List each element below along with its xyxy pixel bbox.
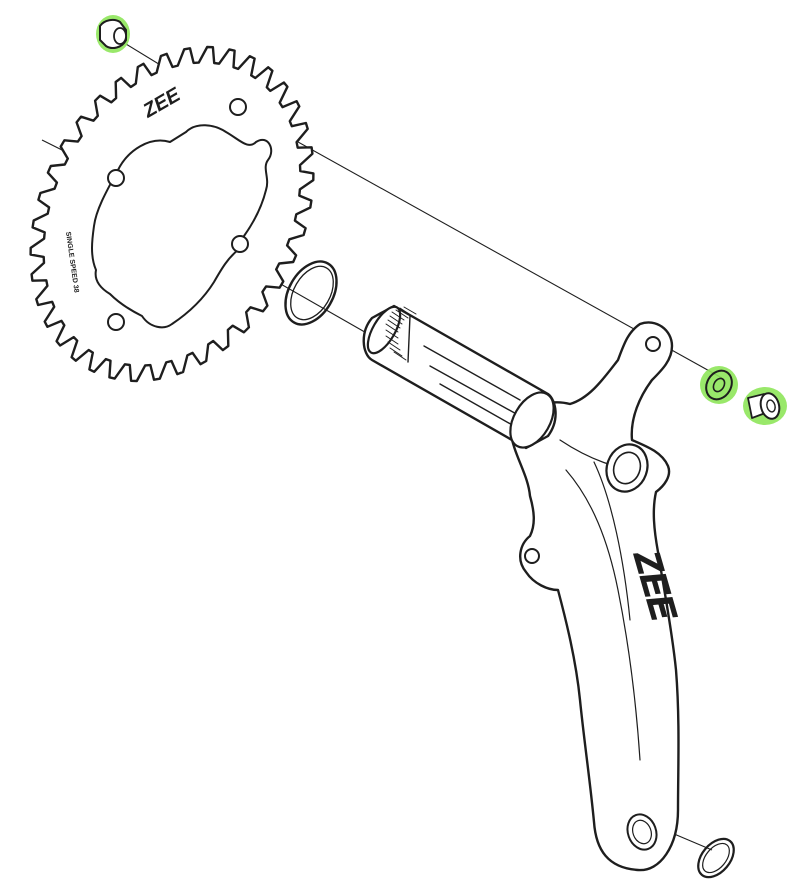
- spindle-crank-collar: [509, 391, 555, 449]
- chainring-bolt-hole-bottom: [107, 313, 125, 331]
- chainring-bolt-socket-icon: [766, 399, 776, 413]
- bottom-ring-outer: [697, 837, 735, 879]
- chainring-nut-bore: [113, 27, 127, 45]
- spindle-snap-ring: [284, 260, 338, 326]
- washer-inner: [712, 377, 726, 393]
- chainring-bolt-hole-left: [107, 169, 125, 187]
- chainring: ZEE SINGLE SPEED 38: [29, 45, 315, 383]
- bottom-ring: [697, 837, 735, 879]
- crank-spider-hole-top: [645, 336, 661, 352]
- washer[interactable]: [700, 366, 738, 404]
- nut-guide-line: [125, 43, 163, 67]
- chainring-bolt-hole-right: [231, 235, 249, 253]
- chainring-bolt[interactable]: [743, 387, 787, 425]
- washer-outer: [705, 369, 733, 401]
- spindle-spline-shoulder: [407, 315, 411, 363]
- crank-arm: ZEE: [508, 321, 686, 872]
- chainring-bolt-head: [759, 392, 781, 420]
- chainring-bolt-hole-top: [229, 98, 247, 116]
- chainring-spider-cutout: [91, 124, 273, 329]
- spindle-splines: [385, 306, 417, 361]
- chainring-nut[interactable]: [96, 15, 130, 53]
- bottom-ring-inner: [702, 842, 730, 874]
- crank-pedal-thread-inner: [631, 819, 653, 845]
- crank-spindle: [362, 304, 557, 450]
- snap-ring-inner: [290, 265, 334, 321]
- spindle-shading-lines: [423, 345, 521, 427]
- washer-highlight: [700, 366, 738, 404]
- snap-ring-outer: [284, 260, 338, 326]
- crank-spider-hole-bottom: [524, 548, 540, 564]
- crank-pedal-boss-inner: [612, 451, 642, 485]
